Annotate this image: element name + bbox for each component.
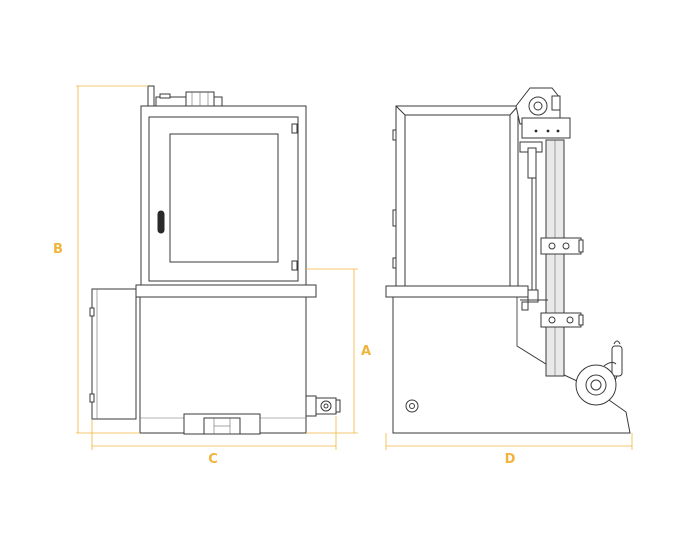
front-view xyxy=(89,85,341,435)
valve-fitting xyxy=(305,395,341,417)
actuator-rod xyxy=(520,147,548,311)
dimension-b-label: B xyxy=(53,242,63,257)
top-motor xyxy=(147,85,223,107)
dimension-c: C xyxy=(91,416,337,467)
side-enclosure xyxy=(89,288,137,420)
lift-column xyxy=(519,139,584,377)
dimension-c-label: C xyxy=(208,452,218,467)
side-upper-cabinet xyxy=(392,105,519,287)
dimension-a-label: A xyxy=(361,344,371,359)
door-handle xyxy=(157,210,165,234)
base-cabinet xyxy=(139,296,307,435)
dimension-d-label: D xyxy=(505,452,516,467)
dimensions: B A C D xyxy=(53,85,633,467)
dimension-b: B xyxy=(53,85,148,434)
dimension-d: D xyxy=(385,433,633,467)
side-shelf xyxy=(385,285,529,298)
side-view xyxy=(385,87,631,434)
shelf xyxy=(135,284,317,298)
drain-port xyxy=(405,399,419,413)
dimension-a: A xyxy=(306,268,371,434)
upper-cabinet xyxy=(140,105,307,286)
spindle-head xyxy=(515,87,571,139)
pump-assembly xyxy=(575,340,623,406)
